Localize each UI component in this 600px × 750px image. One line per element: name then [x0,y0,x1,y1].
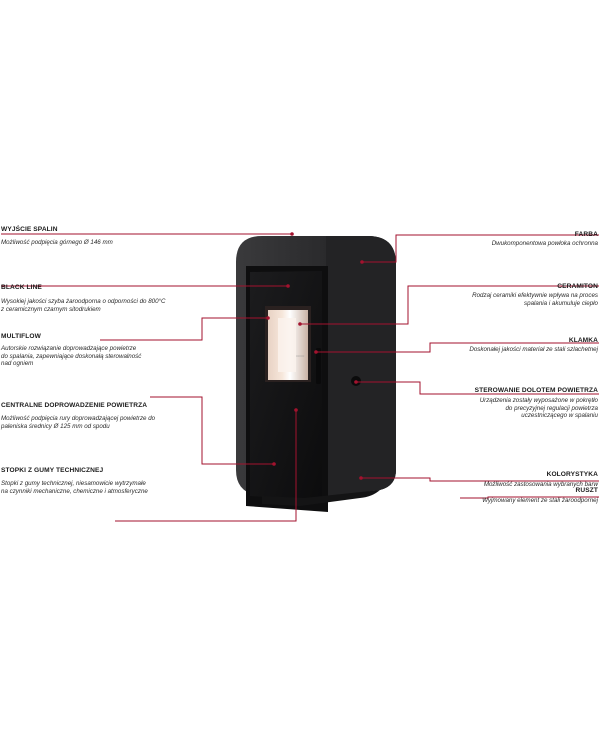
callout-wyjscie-spalin: WYJŚCIE SPALIN Możliwość podpięcia górne… [1,226,113,247]
callout-klamka: KLAMKA Doskonałej jakości materiał ze st… [469,337,598,354]
desc-line: Możliwość podpięcia rury doprowadzającej… [1,415,156,422]
callout-multiflow: MULTIFLOW Autorskie rozwiązanie doprowad… [1,333,141,368]
callout-desc: Możliwość zastosowania wybranych barw [484,481,598,489]
callout-stopki: STOPKI Z GUMY TECHNICZNEJ Stopki z gumy … [1,467,148,495]
desc-line: Rodzaj ceramiki efektywnie wpływa na pro… [472,292,598,299]
callout-desc: Dwukomponentowa powłoka ochronna [492,240,598,248]
door-handle-icon[interactable] [316,348,321,384]
callout-title: FARBA [574,231,598,238]
desc-line: Stopki z gumy technicznej, niesamowicie … [1,480,146,487]
callout-title: WYJŚCIE SPALIN [1,226,58,233]
desc-line: paleniska średnicy Ø 125 mm od spodu [1,422,110,430]
callout-title: CERAMITON [557,283,598,290]
desc-line: Doskonałej jakości materiał ze stali szl… [469,346,598,353]
callout-desc: Urządzenia zostały wyposażone w pokrętło… [475,397,598,420]
callout-desc: Stopki z gumy technicznej, niesamowicie … [1,480,148,495]
callout-farba: FARBA Dwukomponentowa powłoka ochronna [492,231,598,248]
stove-door-glass [250,271,322,500]
desc-line: Dwukomponentowa powłoka ochronna [491,240,598,247]
callout-black-line: BLACK LINE Wysokiej jakości szyba żarood… [1,284,165,313]
callout-title: STOPKI Z GUMY TECHNICZNEJ [1,467,104,474]
callout-desc: Autorskie rozwiązanie doprowadzające pow… [1,345,141,368]
desc-line: Wysokiej jakości szyba żaroodporna o odp… [1,298,166,305]
callout-title: MULTIFLOW [1,333,41,340]
callout-desc: Rodzaj ceramiki efektywnie wpływa na pro… [472,292,598,307]
desc-line: nad ogniem [1,360,34,368]
desc-line: na czynniki mechaniczne, chemiczne i atm… [1,487,148,495]
callout-ceramiton: CERAMITON Rodzaj ceramiki efektywnie wpł… [472,283,598,307]
firebox-back-wall [278,318,296,372]
callout-sterowanie: STEROWANIE DOLOTEM POWIETRZA Urządzenia … [475,387,598,420]
desc-line: Możliwość podpięcia górnego Ø 146 mm [1,239,113,246]
callout-desc: Możliwość podpięcia górnego Ø 146 mm [1,239,113,247]
callout-desc: Możliwość podpięcia rury doprowadzającej… [1,415,155,430]
callout-title: STEROWANIE DOLOTEM POWIETRZA [474,387,598,394]
callout-title: RUSZT [575,487,598,494]
connector-lines [1,233,599,522]
desc-line: uczestniczącego w spalaniu [521,412,598,420]
callout-title: BLACK LINE [1,284,42,291]
callout-centralne: CENTRALNE DOPROWADZENIE POWIETRZA Możliw… [1,402,155,430]
desc-line: Możliwość zastosowania wybranych barw [483,481,598,488]
desc-line: Urządzenia zostały wyposażone w pokrętło [479,397,598,404]
callout-desc: Doskonałej jakości materiał ze stali szl… [469,346,598,354]
callout-title: KOLORYSTYKA [546,471,598,478]
callout-title: KLAMKA [568,337,598,344]
callout-title: CENTRALNE DOPROWADZENIE POWIETRZA [1,402,148,409]
connector-dots [266,232,364,480]
stove-side-panel [326,236,396,497]
desc-line: Autorskie rozwiązanie doprowadzające pow… [1,345,137,352]
callout-kolorystyka: KOLORYSTYKA Możliwość zastosowania wybra… [484,471,598,489]
desc-line: spalania i akumuluje ciepło [524,299,598,307]
callout-desc: Wysokiej jakości szyba żaroodporna o odp… [1,298,165,313]
callout-desc: Wyjmowany element ze stali żaroodpornej [482,497,598,505]
desc-line: z ceramicznym czarnym sitodrukiem [1,305,101,313]
callout-ruszt: RUSZT Wyjmowany element ze stali żaroodp… [482,487,598,505]
brand-mark: ≈≈≈≈≈ [296,354,305,358]
desc-line: Wyjmowany element ze stali żaroodpornej [482,497,598,504]
desc-line: do spalania, zapewniające doskonałą ster… [1,352,142,360]
stove-base [262,490,380,506]
desc-line: do precyzyjnej regulacji powietrza [505,404,598,412]
